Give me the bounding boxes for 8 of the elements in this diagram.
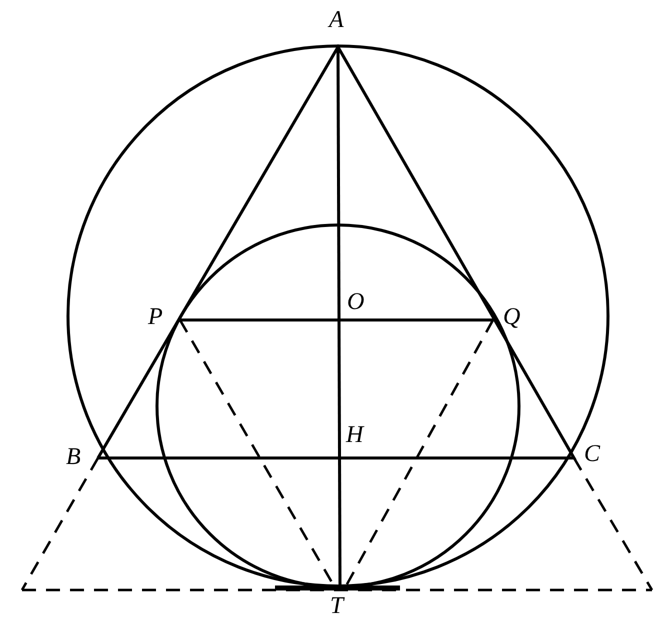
point-label: T xyxy=(330,594,344,618)
point-label: Q xyxy=(503,305,520,329)
point-label: A xyxy=(329,8,344,32)
point-label: O xyxy=(347,290,364,314)
point-label: B xyxy=(66,445,81,469)
point-label: H xyxy=(346,423,364,447)
point-label: C xyxy=(584,442,600,466)
point-label: P xyxy=(148,305,163,329)
